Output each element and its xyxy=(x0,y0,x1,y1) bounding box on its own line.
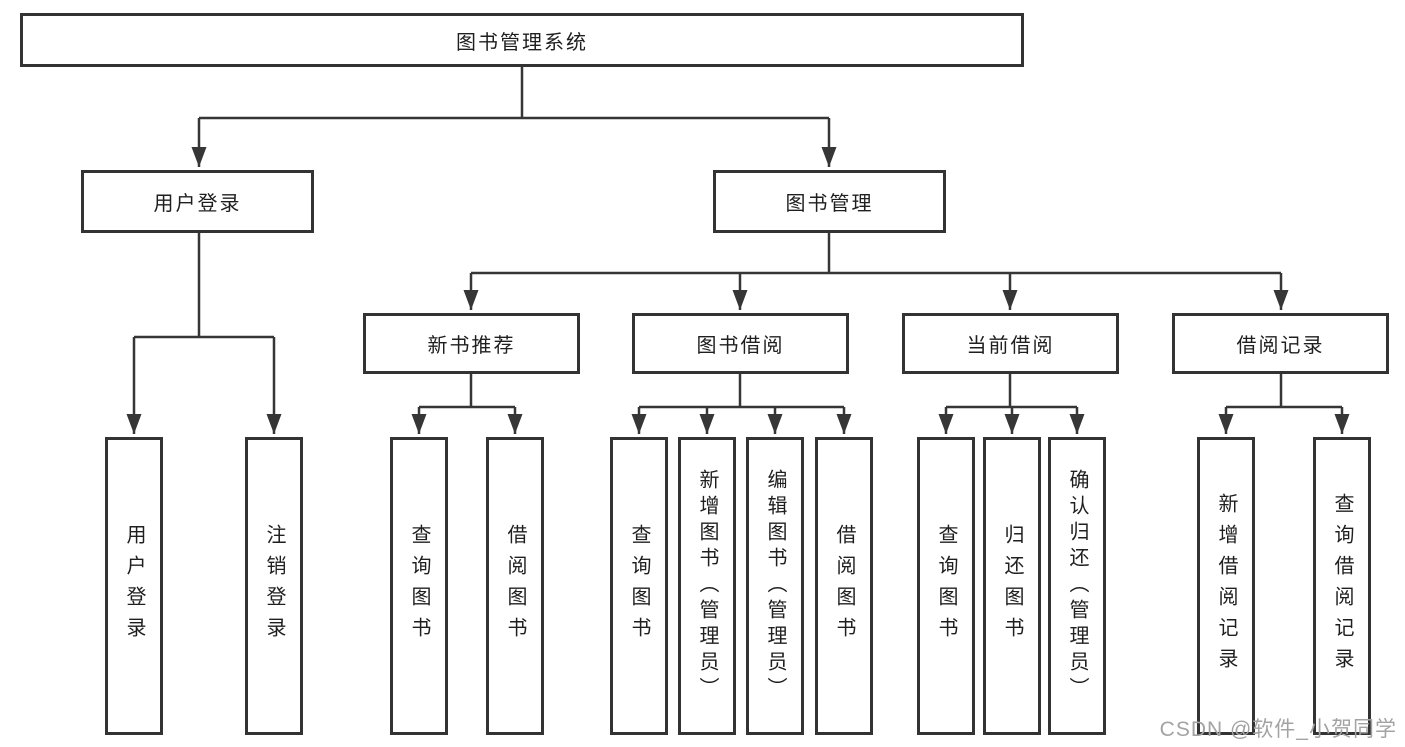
leaf-return-books-label: 归还图书 xyxy=(1001,524,1023,648)
leaf-edit-books-admin-label: 编辑图书（管理员） xyxy=(764,469,786,703)
leaf-query-books-current-label: 查询图书 xyxy=(935,524,957,648)
leaf-query-books-newbook-label: 查询图书 xyxy=(408,524,430,648)
leaf-user-login-label: 用户登录 xyxy=(123,524,145,648)
leaf-return-books: 归还图书 xyxy=(983,437,1041,735)
leaf-add-books-admin-label: 新增图书（管理员） xyxy=(696,469,718,703)
leaf-query-borrow-record-label: 查询借阅记录 xyxy=(1331,493,1353,679)
node-user-login: 用户登录 xyxy=(81,170,314,233)
leaf-query-borrow-record: 查询借阅记录 xyxy=(1313,437,1371,735)
leaf-confirm-return-admin-label: 确认归还（管理员） xyxy=(1066,469,1088,703)
leaf-borrow-books-borrow: 借阅图书 xyxy=(815,437,873,735)
csdn-watermark: CSDN @软件_小贺同学 xyxy=(1159,718,1397,741)
node-new-book-recommend-label: 新书推荐 xyxy=(427,335,516,357)
leaf-user-login: 用户登录 xyxy=(105,437,163,735)
leaf-add-borrow-record: 新增借阅记录 xyxy=(1197,437,1255,735)
leaf-confirm-return-admin: 确认归还（管理员） xyxy=(1048,437,1106,735)
leaf-logout-login-label: 注销登录 xyxy=(263,524,285,648)
node-book-management-label: 图书管理 xyxy=(785,193,874,215)
node-current-borrow: 当前借阅 xyxy=(902,313,1119,374)
leaf-query-books-borrow-label: 查询图书 xyxy=(628,524,650,648)
node-user-login-label: 用户登录 xyxy=(153,193,242,215)
leaf-add-books-admin: 新增图书（管理员） xyxy=(678,437,736,735)
leaf-borrow-books-newbook-label: 借阅图书 xyxy=(504,524,526,648)
leaf-edit-books-admin: 编辑图书（管理员） xyxy=(746,437,804,735)
leaf-borrow-books-borrow-label: 借阅图书 xyxy=(833,524,855,648)
leaf-query-books-borrow: 查询图书 xyxy=(610,437,668,735)
node-book-borrow: 图书借阅 xyxy=(632,313,849,374)
node-book-management: 图书管理 xyxy=(713,170,946,233)
node-borrow-records-label: 借阅记录 xyxy=(1236,335,1325,357)
node-root: 图书管理系统 xyxy=(20,13,1024,67)
leaf-borrow-books-newbook: 借阅图书 xyxy=(486,437,544,735)
node-new-book-recommend: 新书推荐 xyxy=(363,313,580,374)
node-book-borrow-label: 图书借阅 xyxy=(696,335,785,357)
leaf-query-books-current: 查询图书 xyxy=(917,437,975,735)
leaf-query-books-newbook: 查询图书 xyxy=(390,437,448,735)
leaf-add-borrow-record-label: 新增借阅记录 xyxy=(1215,493,1237,679)
node-borrow-records: 借阅记录 xyxy=(1172,313,1389,374)
leaf-logout-login: 注销登录 xyxy=(245,437,303,735)
node-current-borrow-label: 当前借阅 xyxy=(966,335,1055,357)
node-root-label: 图书管理系统 xyxy=(456,31,588,54)
